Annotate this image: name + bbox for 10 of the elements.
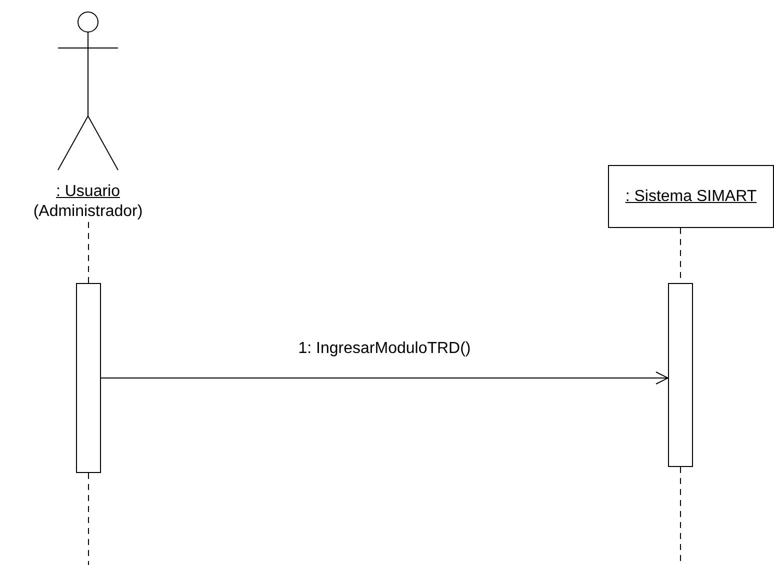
object-box [608, 165, 774, 228]
lifeline [88, 222, 89, 284]
lifeline [88, 472, 89, 565]
activation-bar [76, 283, 101, 473]
role-label: (Administrador) [33, 202, 143, 222]
message-arrow [100, 372, 668, 384]
object-name: : Sistema SIMART [625, 186, 757, 206]
message-label: 1: IngresarModuloTRD() [296, 340, 473, 358]
activation-bar [668, 283, 693, 467]
object-name: : Usuario [56, 182, 120, 202]
